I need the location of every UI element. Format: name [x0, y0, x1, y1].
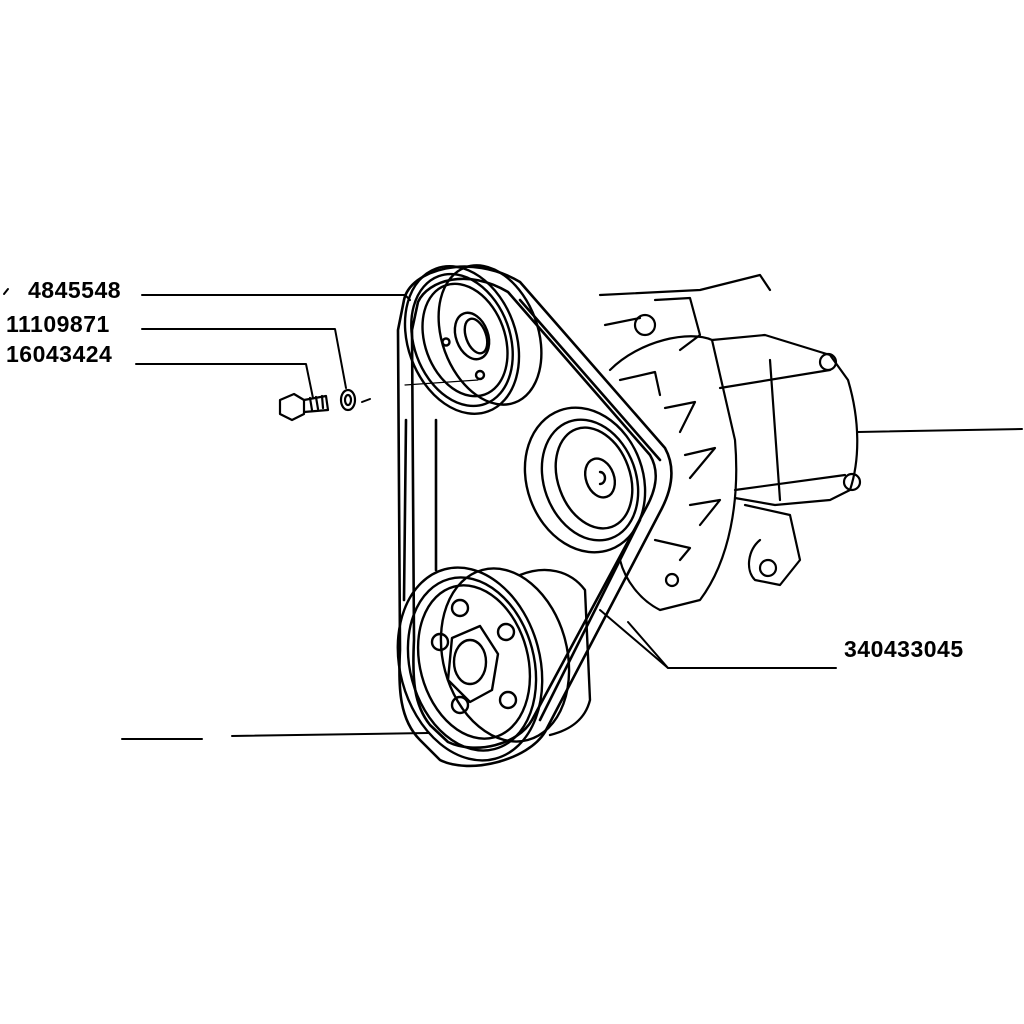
alternator-band-2: [735, 475, 845, 490]
lower-pulley-bolt-hole-2: [498, 624, 514, 640]
upper-pulley-groove-2: [408, 272, 523, 408]
lower-pulley-bore: [454, 640, 486, 684]
idler-pulley-inner: [542, 417, 645, 539]
idler-pulley-center: [600, 472, 605, 484]
leader-line-340433045-b: [600, 610, 668, 668]
idler-pulley-outer: [505, 391, 665, 570]
upper-pulley-hole-1: [443, 339, 450, 346]
lower-pulley: [377, 551, 590, 777]
alternator-through-bolt-top: [820, 354, 836, 370]
lower-pulley-hub-hex: [448, 626, 498, 702]
alternator-through-bolt-bottom: [844, 474, 860, 490]
mounting-hardware: [280, 390, 355, 420]
lower-pulley-outer: [377, 551, 563, 777]
idler-pulley: [505, 391, 665, 570]
washer-icon: [341, 390, 355, 410]
lower-pulley-groove-2: [402, 573, 547, 752]
alternator-seam: [770, 360, 780, 500]
idler-pulley-hub: [580, 454, 620, 501]
bolt-icon: [280, 394, 328, 420]
alternator-mount-nut: [635, 315, 655, 335]
belt-rib-right-1: [520, 300, 660, 460]
small-tick-mark: [4, 289, 8, 294]
upper-pulley-hole-2: [476, 371, 484, 379]
alternator-pivot-hole: [760, 560, 776, 576]
lower-pulley-bolt-hole-4: [452, 697, 468, 713]
leader-line-11109871: [142, 329, 346, 388]
lower-pulley-bolt-hole-3: [432, 634, 448, 650]
alternator-front-housing: [610, 336, 736, 610]
part-number-label-16043424: 16043424: [6, 341, 113, 367]
lower-pulley-rear-rim: [422, 554, 587, 756]
belt-rib-left-1: [404, 420, 406, 600]
upper-pulley-outer: [385, 250, 538, 430]
leader-line-16043424: [136, 364, 313, 398]
alternator-mount-arm: [600, 275, 770, 325]
belt-rib-right-2: [540, 520, 640, 720]
alternator-lower-bracket: [745, 505, 800, 585]
alternator-bracket: [655, 298, 700, 350]
upper-pulley-rear-rim: [420, 251, 559, 419]
lower-pulley-housing: [520, 570, 590, 735]
upper-pulley-hub-outer: [449, 308, 495, 364]
lower-pulley-bolt-hole-5: [500, 692, 516, 708]
washer-hole: [345, 395, 351, 405]
idler-pulley-groove: [526, 406, 655, 554]
upper-pulley: [385, 250, 559, 430]
alternator: [600, 275, 860, 610]
leader-line-4845548: [142, 295, 410, 300]
pulley-axis-line: [405, 380, 478, 385]
bolt-thread: [310, 396, 323, 410]
centerline-right: [858, 429, 1022, 432]
part-number-label-11109871: 11109871: [6, 311, 110, 337]
part-number-label-340433045: 340433045: [844, 636, 964, 662]
bolt-axis-dash: [362, 399, 370, 402]
alternator-base-hole: [666, 574, 678, 586]
upper-pulley-groove-1: [394, 260, 531, 421]
part-number-label-4845548: 4845548: [28, 277, 122, 303]
lower-pulley-bolt-hole-1: [452, 600, 468, 616]
alternator-band-1: [720, 370, 830, 388]
upper-pulley-hub-inner: [460, 316, 491, 357]
alternator-fan-blades: [620, 372, 720, 560]
lower-pulley-groove-1: [389, 563, 554, 765]
centerline-left-b: [232, 733, 428, 736]
